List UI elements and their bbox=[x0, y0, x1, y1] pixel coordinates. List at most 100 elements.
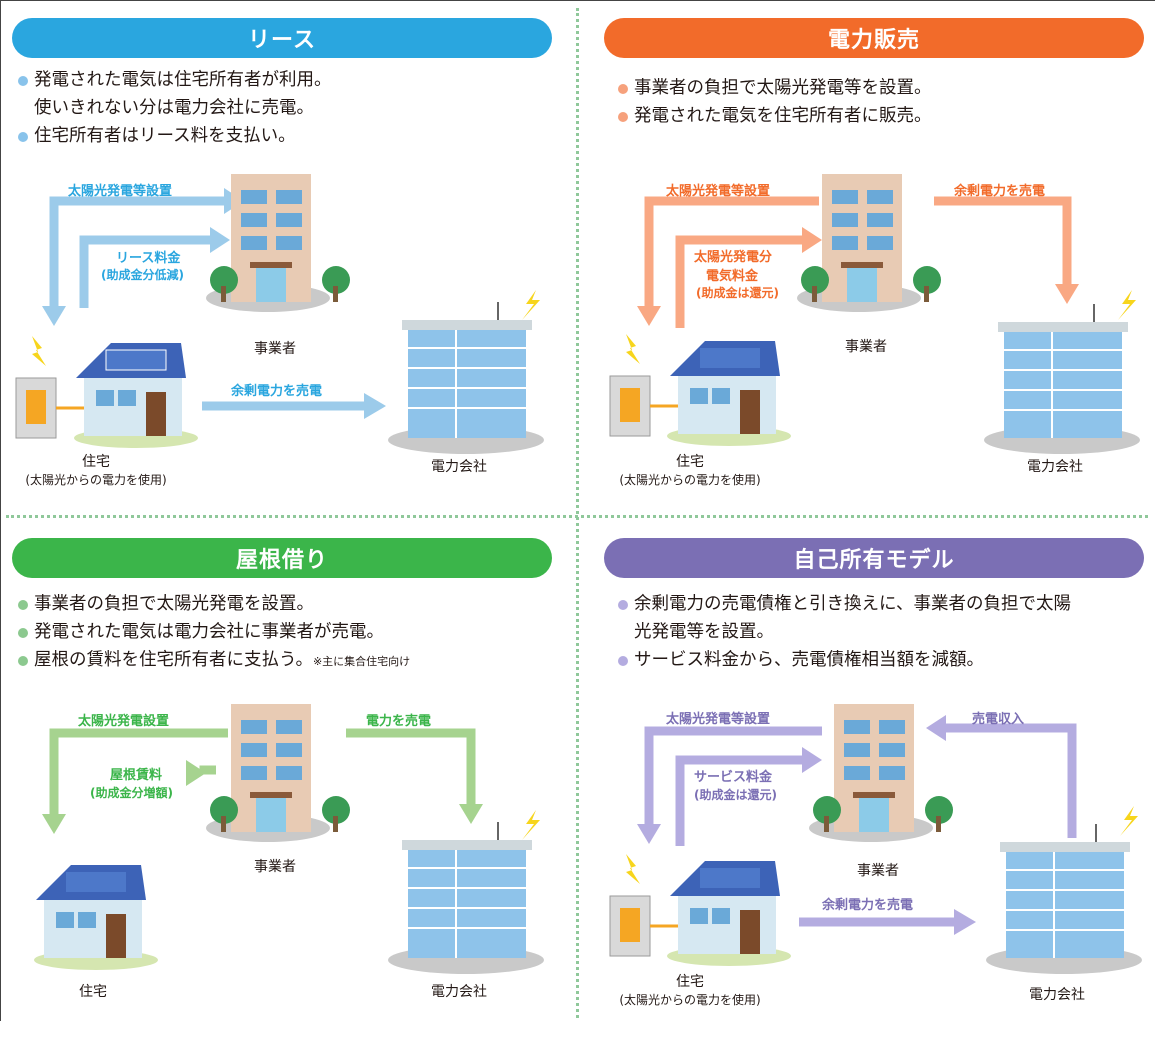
caption-business: 事業者 bbox=[857, 863, 899, 879]
bullet-item: 屋根の賃料を住宅所有者に支払う。※主に集合住宅向け bbox=[16, 646, 556, 676]
own-diagram: 太陽光発電等設置 売電収入 サービス料金 (助成金は還元) 余剰電力を売電 事業… bbox=[594, 698, 1154, 1038]
house-icon bbox=[667, 341, 791, 446]
panel-sale: 電力販売 事業者の負担で太陽光発電等を設置。 発電された電気を住宅所有者に販売。 bbox=[594, 18, 1154, 508]
label-install: 太陽光発電設置 bbox=[78, 714, 170, 729]
caption-power: 電力会社 bbox=[431, 984, 487, 1000]
vertical-divider bbox=[576, 8, 579, 1018]
power-company-icon bbox=[388, 302, 544, 454]
lease-diagram: 太陽光発電等設置 リース料金 (助成金分低減) 余剰電力を売電 事業者 住宅 (… bbox=[6, 168, 566, 508]
power-company-icon bbox=[388, 822, 544, 974]
sale-diagram: 太陽光発電等設置 太陽光発電分 電気料金 (助成金は還元) 余剰電力を売電 事業… bbox=[594, 168, 1154, 508]
bullet-dot-icon bbox=[18, 132, 28, 142]
bullet-dot-icon bbox=[618, 656, 628, 666]
battery-icon bbox=[15, 377, 84, 439]
panel-lease: リース 発電された電気は住宅所有者が利用。 使いきれない分は電力会社に売電。 住… bbox=[6, 18, 566, 508]
bullet-item: サービス料金から、売電債権相当額を減額。 bbox=[616, 646, 1155, 674]
solar-panel-icon bbox=[700, 868, 760, 888]
bullet-text: 事業者の負担で太陽光発電を設置。 bbox=[34, 594, 314, 614]
bullet-item: 余剰電力の売電債権と引き換えに、事業者の負担で太陽 光発電等を設置。 bbox=[616, 590, 1155, 646]
bullet-item: 発電された電気は住宅所有者が利用。 使いきれない分は電力会社に売電。 bbox=[16, 66, 556, 122]
power-company-icon bbox=[984, 304, 1140, 454]
arrow-heads bbox=[637, 715, 976, 935]
panel-title-lease: リース bbox=[12, 18, 552, 58]
bullet-item: 事業者の負担で太陽光発電を設置。 bbox=[16, 590, 556, 618]
tree-icon bbox=[210, 796, 350, 832]
solar-panel-icon bbox=[66, 872, 126, 892]
lightning-icon bbox=[626, 290, 1136, 364]
roof-bullets: 事業者の負担で太陽光発電を設置。 発電された電気は電力会社に事業者が売電。 屋根… bbox=[16, 590, 556, 676]
frame-top-line bbox=[0, 0, 1155, 1]
sale-diagram-svg bbox=[609, 174, 1140, 454]
caption-power: 電力会社 bbox=[1029, 987, 1085, 1003]
bullet-dot-icon bbox=[18, 628, 28, 638]
bullet-dot-icon bbox=[618, 600, 628, 610]
label-install: 太陽光発電等設置 bbox=[666, 184, 771, 199]
own-diagram-svg bbox=[609, 704, 1142, 974]
caption-business: 事業者 bbox=[254, 859, 296, 875]
frame-left-line bbox=[0, 0, 1, 1021]
tree-icon bbox=[801, 266, 941, 302]
panel-title-own: 自己所有モデル bbox=[604, 538, 1144, 578]
caption-house: 住宅 bbox=[79, 984, 107, 1000]
bullet-item: 事業者の負担で太陽光発電等を設置。 bbox=[616, 74, 1155, 102]
office-building-icon bbox=[809, 704, 933, 842]
bullet-text: 発電された電気は住宅所有者が利用。 bbox=[34, 70, 332, 90]
caption-business: 事業者 bbox=[845, 339, 887, 355]
sale-bullets: 事業者の負担で太陽光発電等を設置。 発電された電気を住宅所有者に販売。 bbox=[616, 74, 1155, 130]
bullet-text: 余剰電力の売電債権と引き換えに、事業者の負担で太陽 bbox=[634, 594, 1071, 614]
caption-house: 住宅 (太陽光からの電力を使用) bbox=[590, 451, 790, 488]
bullet-item: 発電された電気は電力会社に事業者が売電。 bbox=[16, 618, 556, 646]
bullet-text-cont: 光発電等を設置。 bbox=[634, 622, 774, 642]
house-icon bbox=[667, 861, 791, 966]
lightning-icon bbox=[522, 810, 540, 840]
office-building-icon bbox=[206, 174, 330, 312]
caption-power: 電力会社 bbox=[1027, 459, 1083, 475]
caption-house-text: 住宅 bbox=[82, 454, 110, 470]
caption-house-sub: (太陽光からの電力を使用) bbox=[619, 473, 761, 487]
caption-business: 事業者 bbox=[254, 341, 296, 357]
caption-house-sub: (太陽光からの電力を使用) bbox=[25, 473, 167, 487]
solar-panel-icon bbox=[700, 348, 760, 368]
bullet-item: 発電された電気を住宅所有者に販売。 bbox=[616, 102, 1155, 130]
label-install: 太陽光発電等設置 bbox=[68, 184, 173, 199]
panel-title-roof: 屋根借り bbox=[12, 538, 552, 578]
panel-title-sale: 電力販売 bbox=[604, 18, 1144, 58]
house-icon bbox=[74, 343, 198, 448]
caption-house: 住宅 (太陽光からの電力を使用) bbox=[0, 451, 196, 488]
panel-own: 自己所有モデル 余剰電力の売電債権と引き換えに、事業者の負担で太陽 光発電等を設… bbox=[594, 538, 1154, 1028]
lightning-icon bbox=[32, 290, 540, 366]
lightning-icon bbox=[626, 806, 1138, 884]
label-fee-sub: (助成金は還元) bbox=[696, 286, 779, 300]
tree-icon bbox=[210, 266, 350, 302]
battery-icon bbox=[609, 375, 678, 437]
label-sell: 電力を売電 bbox=[366, 714, 432, 729]
label-rent-sub: (助成金分増額) bbox=[90, 786, 173, 800]
arrow-heads bbox=[637, 227, 1079, 326]
roof-diagram: 太陽光発電設置 屋根賃料 (助成金分増額) 電力を売電 事業者 住宅 電力会社 bbox=[6, 698, 566, 1038]
caption-house-text: 住宅 bbox=[676, 454, 704, 470]
label-income: 売電収入 bbox=[972, 712, 1025, 727]
office-building-icon bbox=[206, 704, 330, 842]
house-icon bbox=[34, 865, 158, 970]
bullet-dot-icon bbox=[18, 76, 28, 86]
label-fee1: 太陽光発電分 bbox=[694, 250, 773, 265]
bullet-text: 屋根の賃料を住宅所有者に支払う。 bbox=[34, 650, 313, 670]
label-surplus: 余剰電力を売電 bbox=[231, 384, 323, 399]
bullet-text-cont: 使いきれない分は電力会社に売電。 bbox=[34, 98, 314, 118]
bullet-text: 住宅所有者はリース料を支払い。 bbox=[34, 126, 296, 146]
caption-power: 電力会社 bbox=[431, 459, 487, 475]
label-install: 太陽光発電等設置 bbox=[666, 712, 771, 727]
bullet-text: 発電された電気を住宅所有者に販売。 bbox=[634, 106, 932, 126]
bullet-item: 住宅所有者はリース料を支払い。 bbox=[16, 122, 556, 150]
roof-diagram-svg bbox=[34, 704, 544, 974]
battery-icon bbox=[609, 895, 678, 957]
label-surplus: 余剰電力を売電 bbox=[822, 898, 914, 913]
arrow-icon bbox=[644, 196, 1072, 328]
lease-bullets: 発電された電気は住宅所有者が利用。 使いきれない分は電力会社に売電。 住宅所有者… bbox=[16, 66, 556, 150]
office-building-icon bbox=[797, 174, 921, 312]
bullet-dot-icon bbox=[18, 600, 28, 610]
label-fee-sub: (助成金は還元) bbox=[694, 788, 777, 802]
own-bullets: 余剰電力の売電債権と引き換えに、事業者の負担で太陽 光発電等を設置。 サービス料… bbox=[616, 590, 1155, 674]
tree-icon bbox=[813, 796, 953, 832]
bullet-text: サービス料金から、売電債権相当額を減額。 bbox=[634, 650, 984, 670]
